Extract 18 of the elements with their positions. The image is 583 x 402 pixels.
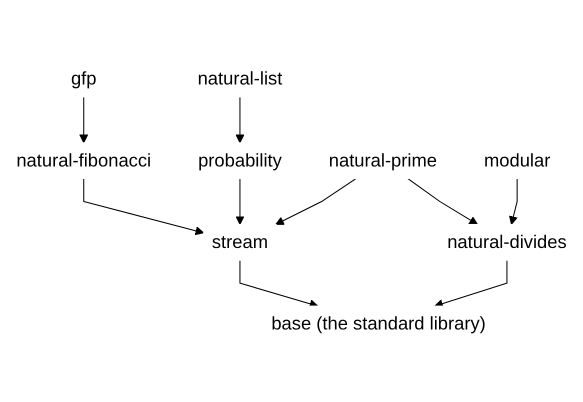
node-text: stream [212, 231, 268, 252]
arrow [235, 178, 244, 224]
node-text: probability [198, 149, 282, 170]
arrow [83, 178, 204, 235]
arrow [509, 178, 518, 224]
node-text: base (the standard library) [271, 312, 486, 334]
arrow [235, 96, 244, 143]
arrow [434, 260, 508, 308]
node-text: natural-fibonacci [16, 149, 152, 170]
arrow [275, 178, 356, 224]
node-text: modular [484, 149, 550, 170]
arrow [79, 96, 88, 143]
arrow [408, 178, 478, 224]
node-text: gfp [70, 68, 97, 88]
node-text: natural-prime [328, 149, 437, 170]
node-text: natural-divides [447, 231, 567, 252]
node-text: natural-list [198, 68, 282, 88]
dependency-graph: gfp natural-list natural-fibonacci probability natural-prime modular stream natural-divides base (the standard library) [0, 52, 583, 350]
